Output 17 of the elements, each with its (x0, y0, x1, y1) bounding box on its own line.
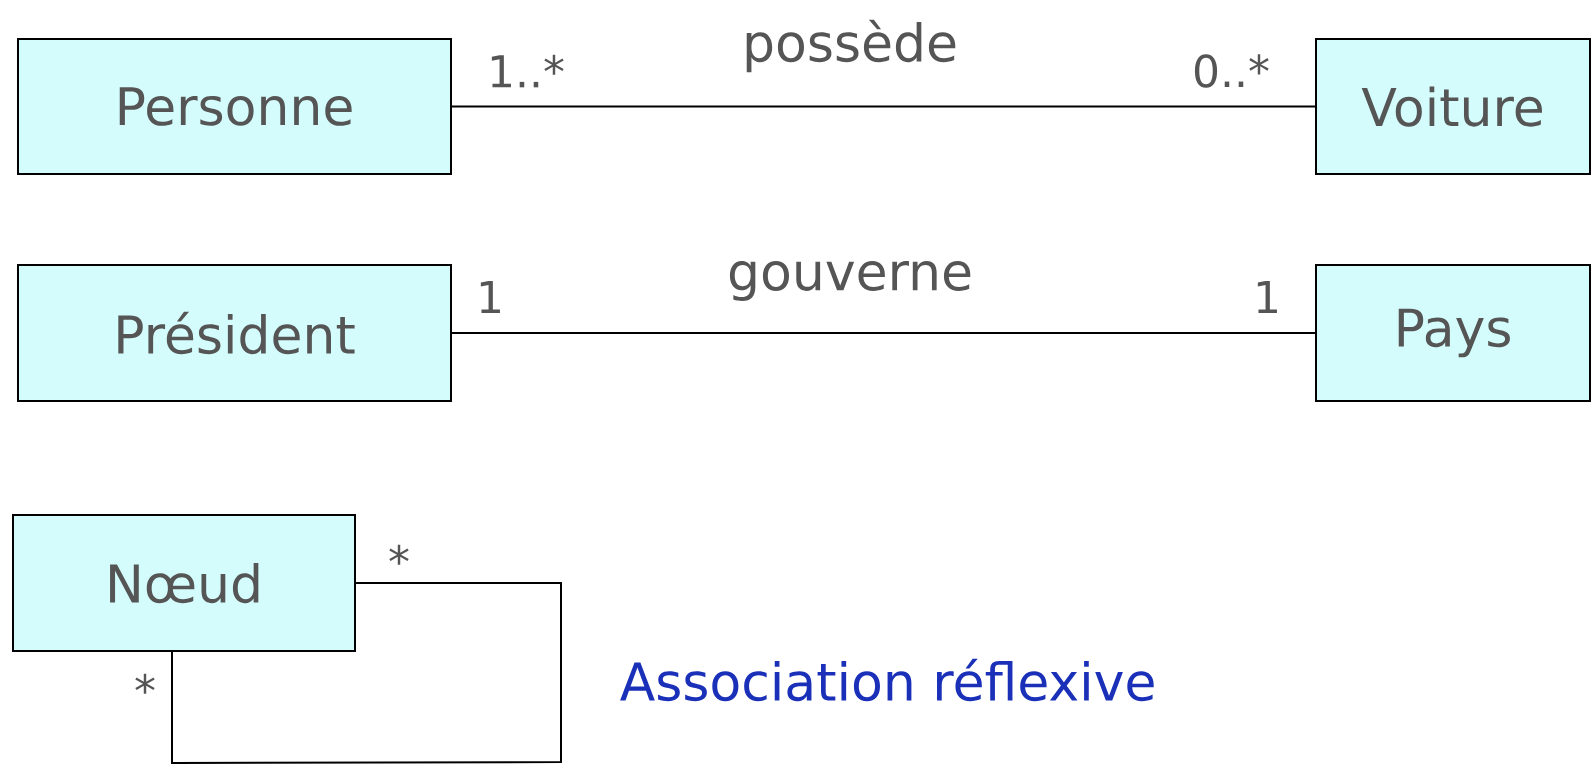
multiplicity-label: 1 (480, 280, 500, 314)
class-box: Pays (1315, 264, 1591, 402)
association-line (451, 332, 1316, 334)
multiplicity-label: * (135, 673, 155, 694)
edge-label: possède (741, 18, 959, 74)
class-box: Voiture (1315, 38, 1591, 175)
class-box: Personne (17, 38, 452, 175)
association-line (171, 582, 562, 764)
class-box: Président (17, 264, 452, 402)
association-line (451, 105, 1316, 108)
multiplicity-label: * (389, 544, 409, 565)
multiplicity-label: 0..* (1194, 54, 1269, 88)
edge-label: gouverne (726, 260, 974, 302)
multiplicity-label: 1..* (491, 54, 564, 88)
multiplicity-label: 1 (1257, 280, 1277, 314)
note-text: Association réflexive (620, 658, 1154, 702)
class-box: Nœud (12, 514, 356, 652)
